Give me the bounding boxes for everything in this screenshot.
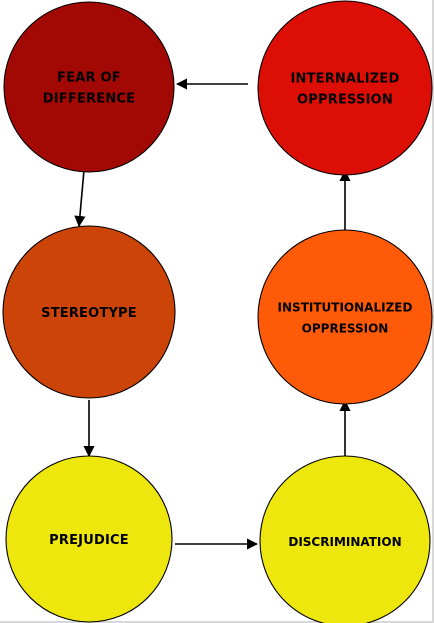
node-internalized: INTERNALIZED OPPRESSION	[257, 0, 433, 176]
node-prejudice-label-line-1: PREJUDICE	[49, 533, 129, 548]
node-stereotype-label-line-1: STEREOTYPE	[41, 306, 137, 321]
node-institutional-label-line-2: OPPRESSION	[302, 322, 389, 336]
node-internalized-label-line-2: OPPRESSION	[297, 93, 393, 108]
node-discrimination: DISCRIMINATION	[259, 455, 431, 623]
node-institutional-circle	[257, 229, 433, 405]
node-fear-circle	[3, 1, 175, 173]
node-internalized-label-line-1: INTERNALIZED	[290, 72, 399, 87]
node-fear-label-line-1: FEAR OF	[57, 71, 121, 86]
node-stereotype: STEREOTYPE	[2, 225, 176, 399]
node-prejudice: PREJUDICE	[5, 455, 173, 623]
node-discrimination-label-line-1: DISCRIMINATION	[288, 535, 401, 549]
node-institutional: INSTITUTIONALIZED OPPRESSION	[257, 229, 433, 405]
node-institutional-label-line-1: INSTITUTIONALIZED	[278, 301, 413, 315]
node-discrimination-circle	[259, 455, 431, 623]
node-stereotype-circle	[2, 225, 176, 399]
node-fear: FEAR OF DIFFERENCE	[3, 1, 175, 173]
arrow-fear-to-stereotype	[74, 169, 86, 228]
node-internalized-circle	[257, 0, 433, 176]
edges-layer	[74, 78, 351, 550]
node-fear-label-line-2: DIFFERENCE	[43, 92, 135, 107]
node-prejudice-circle	[5, 455, 173, 623]
